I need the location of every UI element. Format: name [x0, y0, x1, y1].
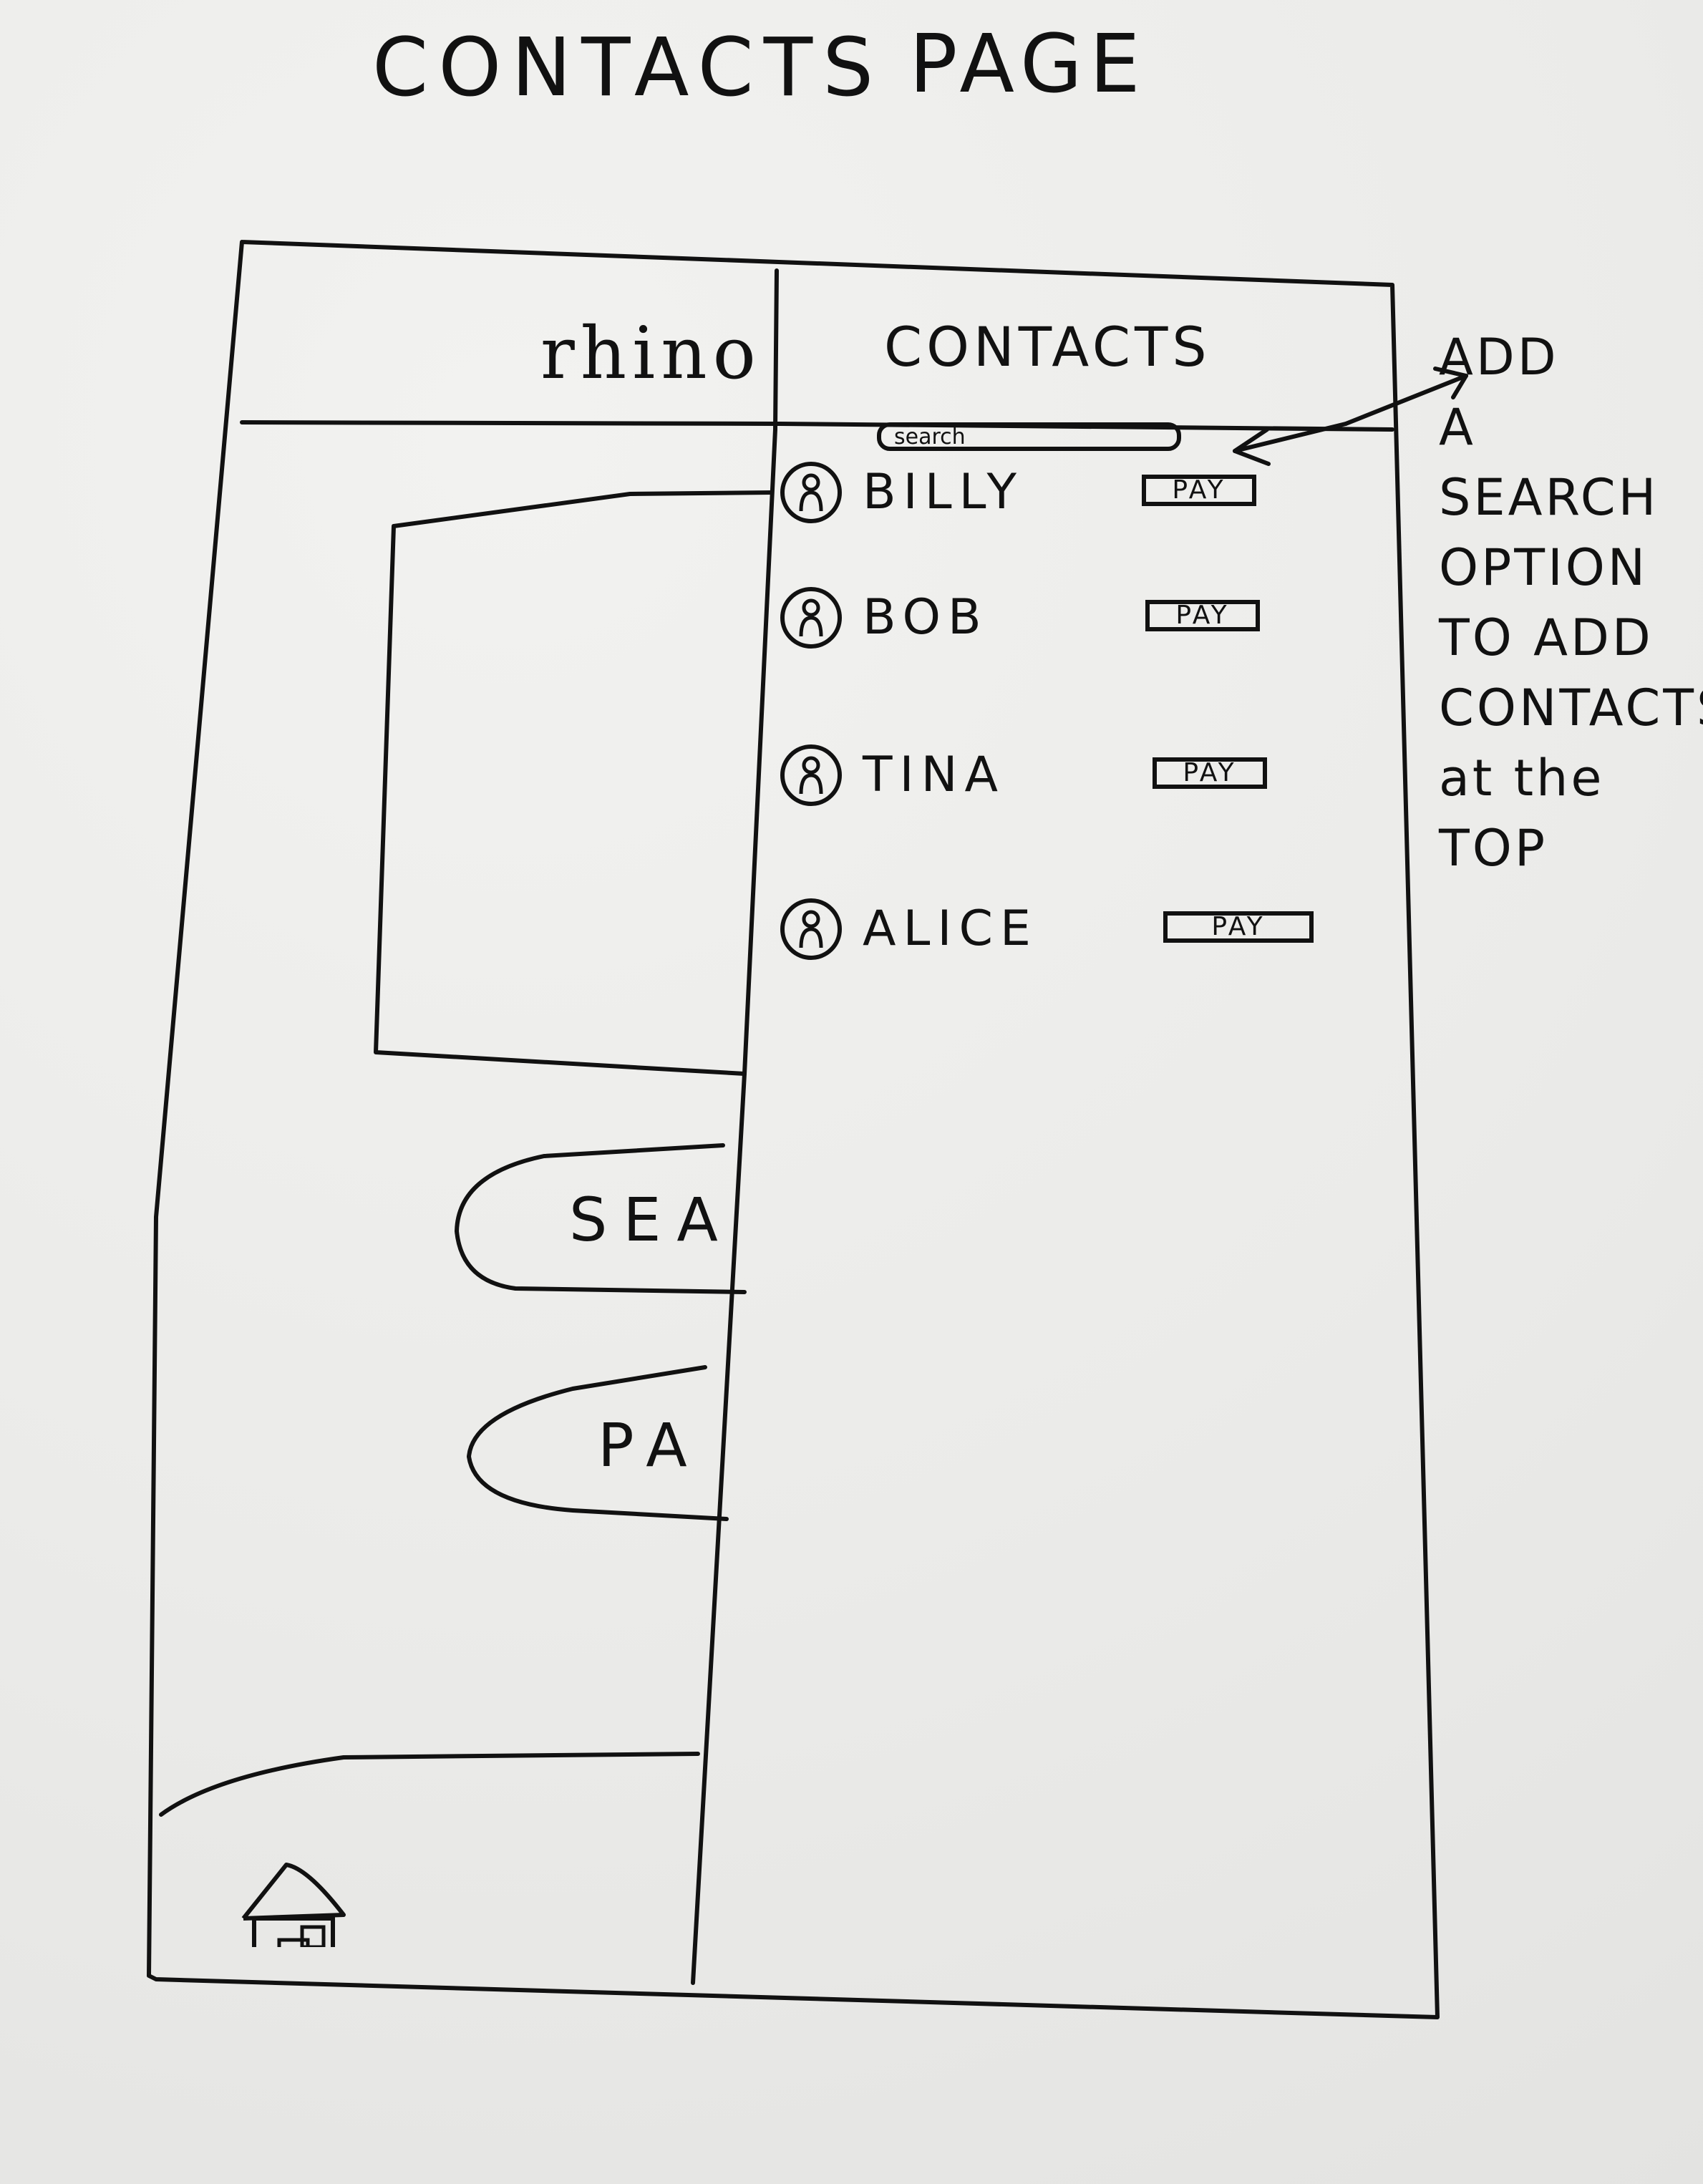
- pay-button[interactable]: PAY: [1142, 475, 1256, 506]
- panel-divider: [691, 268, 779, 1985]
- pay-button[interactable]: PAY: [1153, 757, 1267, 789]
- person-icon: [780, 587, 842, 649]
- person-icon: [780, 744, 842, 806]
- page-heading: CONTACTS: [372, 21, 884, 115]
- contact-row[interactable]: BILLY PAY: [780, 462, 1339, 540]
- contact-row[interactable]: ALICE PAY: [780, 898, 1339, 977]
- search-nav-button[interactable]: SEA: [569, 1185, 734, 1255]
- app-title: rhino: [540, 311, 762, 395]
- content-placeholder-box: [374, 490, 774, 1076]
- person-icon: [780, 898, 842, 960]
- contact-name: BILLY: [863, 464, 1024, 520]
- annotation-arrowhead-2: [1233, 427, 1271, 466]
- contact-row[interactable]: BOB PAY: [780, 587, 1339, 666]
- bottom-nav-outline: [159, 1752, 700, 1817]
- pay-button[interactable]: PAY: [1145, 600, 1260, 631]
- contact-name: TINA: [863, 747, 1005, 803]
- contact-name: BOB: [863, 589, 989, 646]
- contact-name: ALICE: [863, 901, 1038, 957]
- home-icon: [241, 1863, 346, 1989]
- person-icon: [780, 462, 842, 523]
- annotation-arrow-2: [1233, 422, 1348, 453]
- search-input[interactable]: [877, 422, 1181, 451]
- design-annotation: ADD A SEARCH OPTION TO ADD CONTACTS at t…: [1439, 328, 1703, 878]
- page-heading-suffix: PAGE: [909, 18, 1148, 111]
- pay-button[interactable]: PAY: [1163, 911, 1314, 943]
- home-button[interactable]: [236, 1861, 351, 1989]
- pay-nav-button[interactable]: PA: [598, 1410, 703, 1480]
- header-divider: [240, 420, 1394, 432]
- contact-row[interactable]: TINA PAY: [780, 744, 1339, 823]
- contacts-title: CONTACTS: [884, 315, 1211, 379]
